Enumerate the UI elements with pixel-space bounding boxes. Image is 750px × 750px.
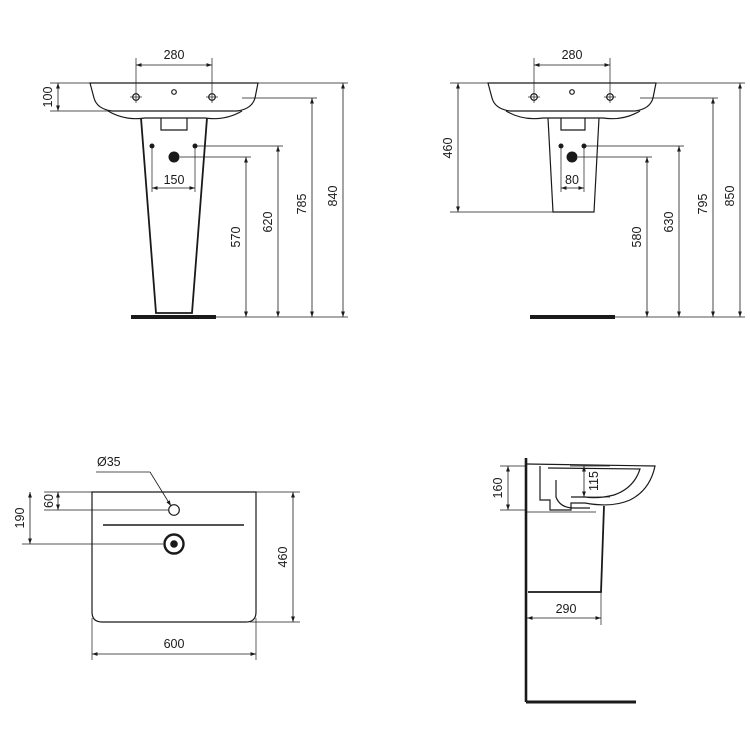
- dim-tap-hole-offset: 60: [42, 494, 56, 508]
- dim-rim-height: 795: [696, 194, 710, 215]
- dim-width: 600: [164, 637, 185, 651]
- basin-outline: [487, 82, 657, 112]
- dim-top-height: 840: [326, 186, 340, 207]
- dim-bowl-depth: 160: [491, 478, 505, 499]
- dim-supply-height: 580: [630, 227, 644, 248]
- dim-rim-height: 785: [295, 194, 309, 215]
- basin-top-outline: [91, 491, 257, 623]
- semi-pedestal-profile: [528, 505, 605, 593]
- overflow-hole: [163, 533, 185, 555]
- waste-connection: [566, 151, 578, 163]
- supply-left: [558, 143, 564, 149]
- dim-pedestal-height: 460: [441, 138, 455, 159]
- bowl-inner: [547, 467, 641, 499]
- side-view: 160 115 290: [491, 458, 656, 704]
- front-view-pedestal: 280 100 150 570 620 785 840: [41, 48, 348, 319]
- dim-trap-offset: 115: [587, 471, 601, 491]
- dim-tap-spacing: 280: [164, 48, 185, 62]
- dim-tap-hole-diameter: Ø35: [97, 455, 121, 469]
- supply-left: [149, 143, 155, 149]
- tap-hole-left: [130, 91, 142, 103]
- pedestal: [140, 117, 208, 314]
- dim-top-height: 850: [723, 186, 737, 207]
- dim-waste-spacing: 150: [164, 173, 185, 187]
- trap: [555, 480, 590, 509]
- tap-hole-right: [206, 91, 218, 103]
- waste-connection: [168, 151, 180, 163]
- center-hole: [171, 89, 177, 95]
- dim-tap-spacing: 280: [562, 48, 583, 62]
- basin-outline: [89, 82, 259, 112]
- dim-depth: 460: [276, 547, 290, 568]
- tap-hole: [168, 504, 180, 516]
- front-view-semi-pedestal: 280 460 80 580 630 795 850: [441, 48, 745, 319]
- waste-outlet: [160, 118, 188, 131]
- dim-overflow-offset: 190: [13, 508, 27, 529]
- tap-hole-left: [528, 91, 540, 103]
- dim-waste-height: 620: [261, 212, 275, 233]
- waste-outlet: [560, 118, 586, 131]
- basin-profile: [526, 463, 656, 511]
- semi-pedestal: [547, 117, 600, 213]
- dim-waste-height: 630: [662, 212, 676, 233]
- dim-supply-height: 570: [229, 227, 243, 248]
- basin-bowl: [107, 110, 243, 120]
- tap-hole-right: [604, 91, 616, 103]
- dim-bowl-height: 100: [41, 87, 55, 108]
- dim-pedestal-projection: 290: [556, 602, 577, 616]
- dim-waste-spacing: 80: [565, 173, 579, 187]
- top-view: Ø35 60 190 460 600: [13, 455, 300, 660]
- center-hole: [569, 89, 575, 95]
- basin-bowl: [505, 110, 641, 120]
